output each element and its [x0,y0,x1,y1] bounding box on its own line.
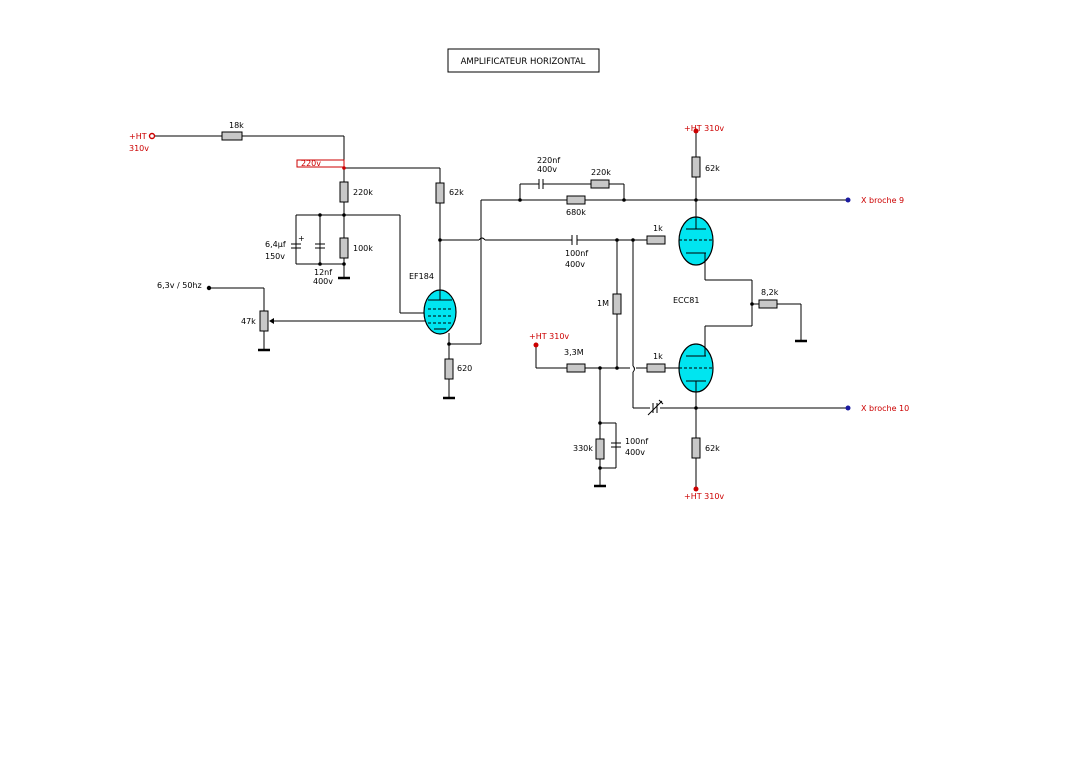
capacitor-electrolytic: + [291,234,305,249]
ht-left-label-1: +HT [129,132,147,141]
label-elec-value: 6,4µf [265,240,286,249]
svg-text:+: + [298,234,305,243]
resistor-330k [595,438,605,460]
label-broche-9: X broche 9 [861,196,904,205]
label-12nf-value: 12nf [314,268,332,277]
resistor-1k-bottom [646,363,666,373]
label-8-2k: 8,2k [761,288,779,297]
wires [153,131,847,489]
label-1m: 1M [597,299,609,308]
capacitor-12nf [315,243,325,249]
junction-dots [318,166,754,470]
label-100nf-cpl-voltage: 400v [565,260,585,269]
resistor-220k-feedback [590,179,610,189]
label-62k-ef184: 62k [449,188,464,197]
capacitor-100nf-bias [611,442,621,448]
broche-10-terminal [845,405,851,411]
ht-top-terminal [693,128,699,134]
tube-ecc81-lower [678,343,714,393]
label-100nf-bias-value: 100nf [625,437,648,446]
ht-bottom-label: +HT 310v [684,492,724,501]
tap-220v-label: 220v [301,159,321,168]
ht-left-terminal [148,132,156,140]
ht-mid-terminal [533,342,539,348]
resistor-680k [566,195,586,205]
resistor-62k-top [691,156,701,178]
label-220nf-value: 220nf [537,156,560,165]
resistor-620 [444,358,454,380]
label-620: 620 [457,364,472,373]
label-1k-top: 1k [653,224,663,233]
label-pot-47k: 47k [241,317,256,326]
label-1k-bottom: 1k [653,352,663,361]
label-ecc81: ECC81 [673,296,699,305]
resistor-1m [612,293,622,315]
label-330k: 330k [573,444,593,453]
label-100nf-bias-voltage: 400v [625,448,645,457]
ht-left-label-2: 310v [129,144,149,153]
label-100nf-cpl-value: 100nf [565,249,588,258]
label-220k-divider: 220k [353,188,373,197]
tap-220v-box [296,159,345,168]
capacitor-100nf-coupling [570,235,580,245]
label-220k-feedback: 220k [591,168,611,177]
capacitor-220nf [538,179,549,189]
label-12nf-voltage: 400v [313,277,333,286]
resistor-62k-ef184 [435,182,445,204]
label-18k: 18k [229,121,244,130]
ht-mid-label: +HT 310v [529,332,569,341]
capacitors: + [291,179,664,448]
label-62k-bottom: 62k [705,444,720,453]
capacitor-trimmer [647,399,664,416]
resistor-8-2k [758,299,778,309]
terminals [148,128,851,492]
title-text: AMPLIFICATEUR HORIZONTAL [461,57,586,67]
label-broche-10: X broche 10 [861,404,909,413]
labels: +HT 310v 220v +HT 310v +HT 310v +HT 310v… [129,121,909,501]
resistor-62k-bottom [691,437,701,459]
ht-bottom-terminal [693,486,699,492]
resistors [221,131,778,460]
resistor-18k [221,131,243,141]
resistor-100k [339,237,349,259]
label-680k: 680k [566,208,586,217]
resistor-1k-top [646,235,666,245]
label-220nf-voltage: 400v [537,165,557,174]
resistor-220k-divider [339,181,349,203]
label-ef184: EF184 [409,272,434,281]
heater-label: 6,3v / 50hz [157,281,202,290]
tube-ef184 [423,289,457,335]
potentiometer-47k [259,310,283,332]
label-100k: 100k [353,244,373,253]
label-62k-top: 62k [705,164,720,173]
title-box: AMPLIFICATEUR HORIZONTAL [447,48,600,73]
heater-terminal [206,285,212,291]
ground-symbols [258,258,807,488]
resistor-3-3m [566,363,586,373]
broche-9-terminal [845,197,851,203]
label-3-3m: 3,3M [564,348,584,357]
label-elec-voltage: 150v [265,252,285,261]
ht-top-label: +HT 310v [684,124,724,133]
tube-ecc81-upper [678,216,714,266]
